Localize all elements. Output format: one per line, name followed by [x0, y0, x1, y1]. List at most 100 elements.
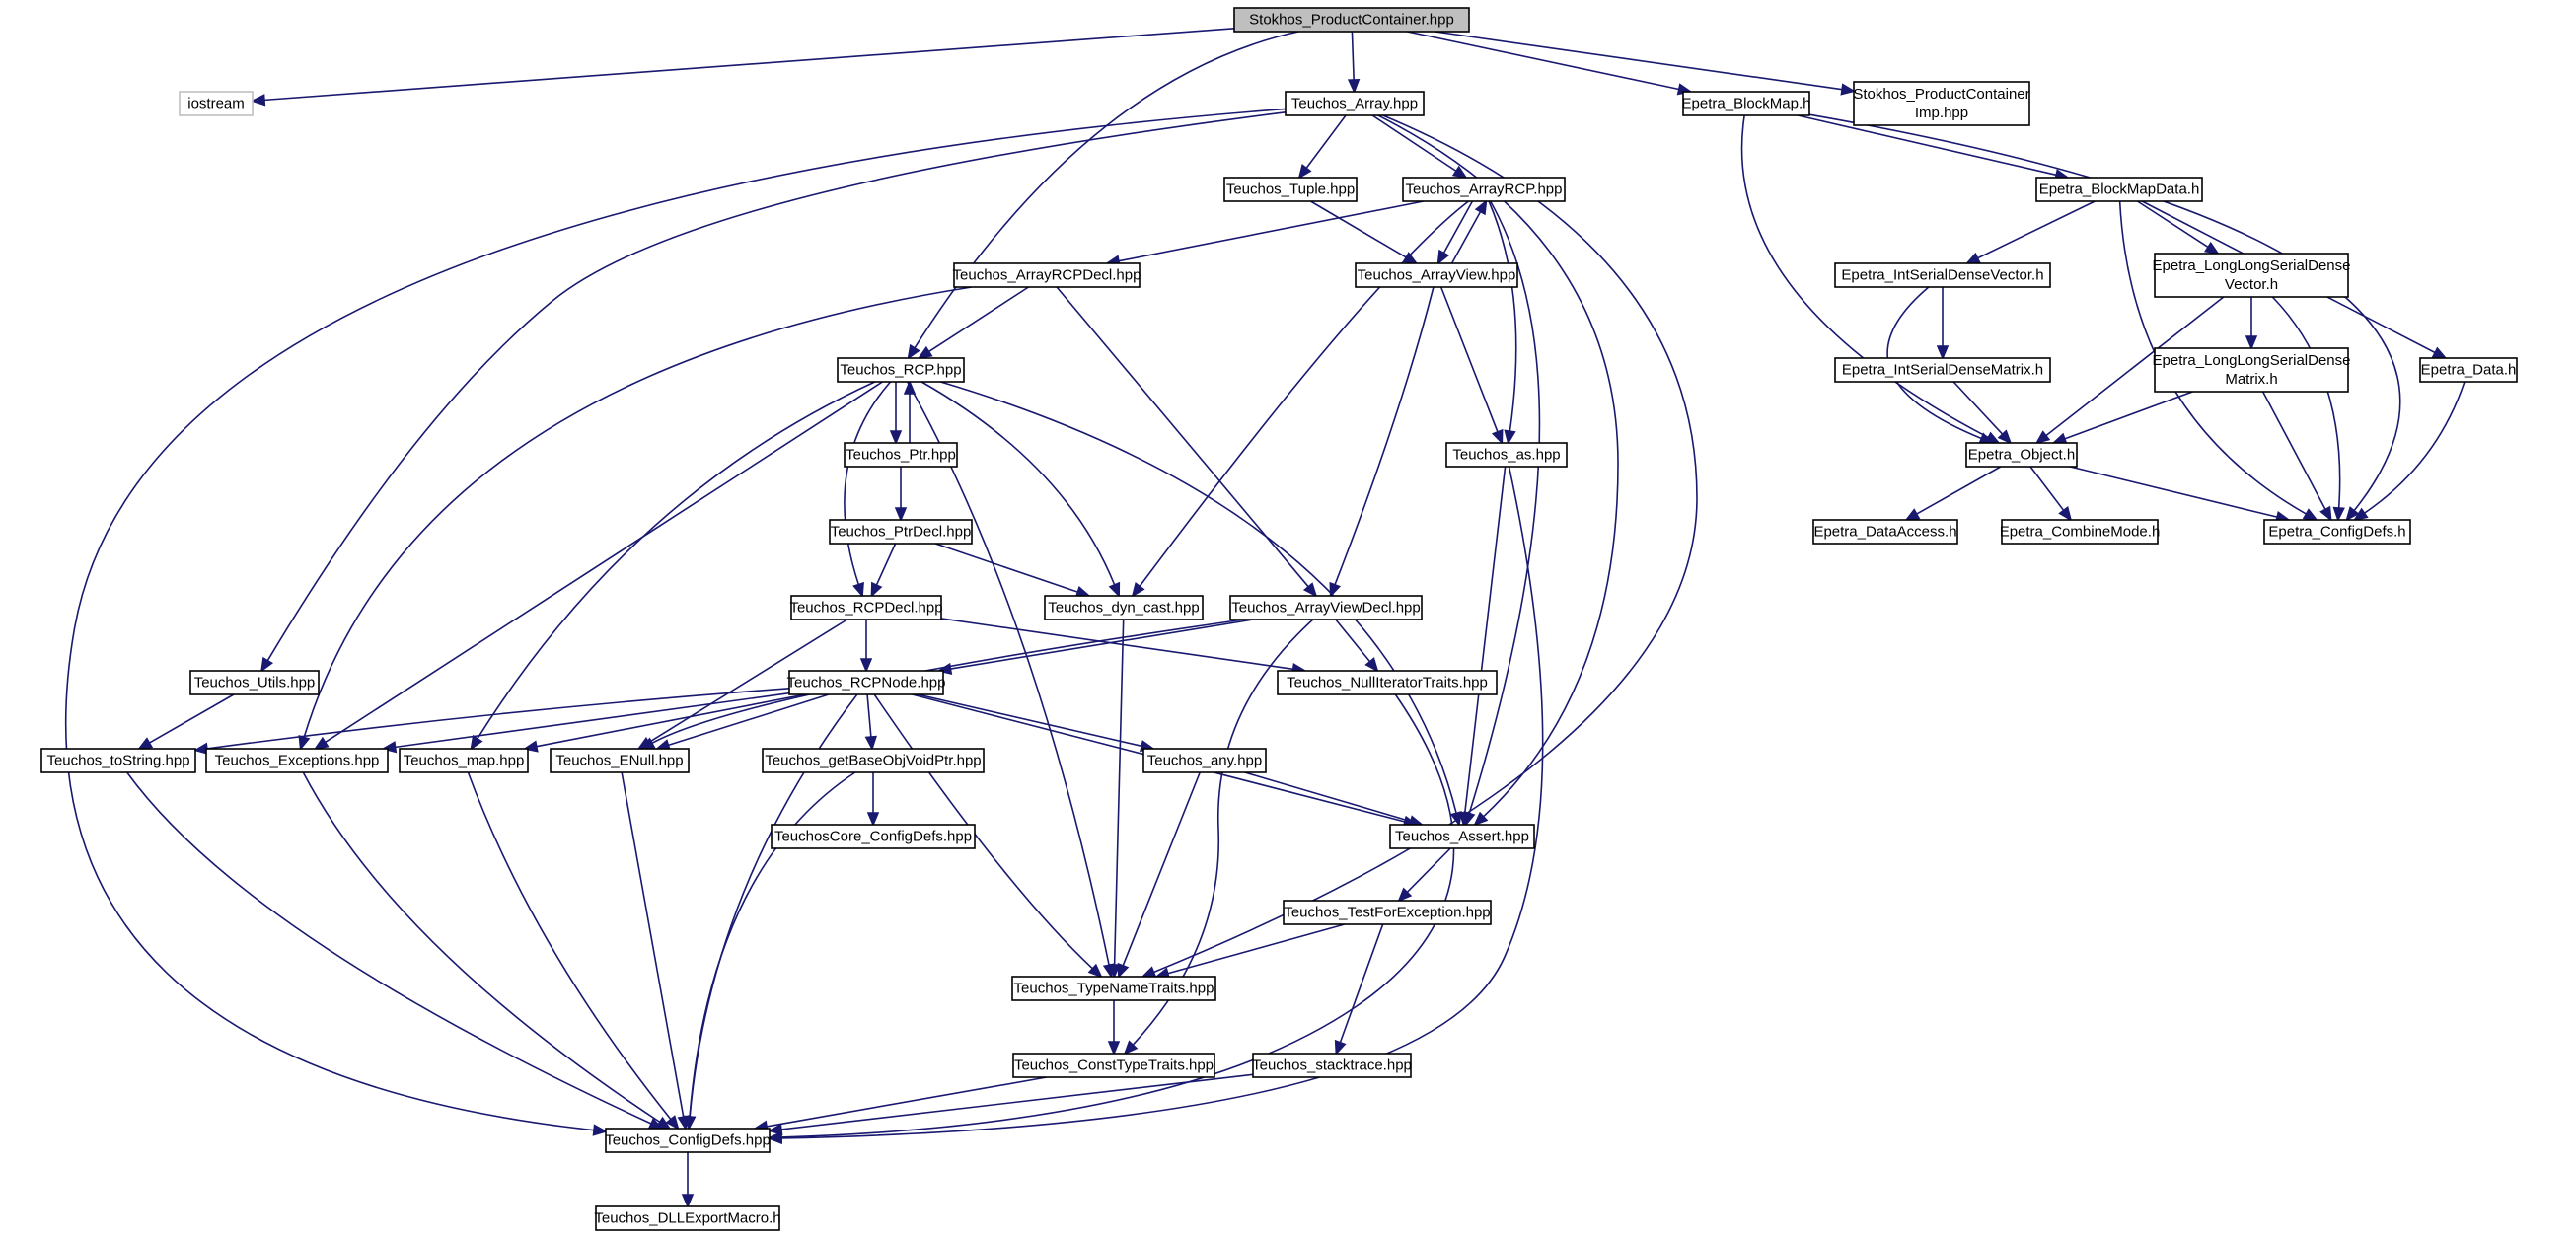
- node-label: TeuchosCore_ConfigDefs.hpp: [774, 829, 972, 845]
- edge-epetra_blockmap-to-epetra_blockmapdata: [1797, 114, 2057, 177]
- arrowhead-teuchos_ptrdecl-to-teuchos_rcpdecl: [870, 581, 883, 598]
- node-label: Teuchos_Tuple.hpp: [1226, 182, 1355, 198]
- arrowhead-teuchos_tuple-to-teuchos_arrayview: [1402, 252, 1419, 265]
- node-label: Teuchos_ArrayRCPDecl.hpp: [953, 267, 1141, 284]
- edge-teuchos_rcpnode-to-teuchos_exceptions: [395, 692, 790, 749]
- node-teuchoscore_configdefs[interactable]: TeuchosCore_ConfigDefs.hpp: [771, 824, 976, 849]
- arrowhead-teuchos_rcp-to-teuchos_assert: [1449, 811, 1462, 828]
- node-epetra_blockmapdata[interactable]: Epetra_BlockMapData.h: [2035, 177, 2203, 202]
- edge-teuchos_array-to-teuchos_utils: [266, 111, 1287, 662]
- edge-teuchos_rcpnode-to-teuchos_typename: [873, 693, 1093, 970]
- node-box: [205, 748, 389, 773]
- edge-teuchos_assert-to-teuchos_testforexc: [1406, 847, 1451, 894]
- edge-epetra_blockmap-to-epetra_configdefs: [1808, 113, 2401, 512]
- node-box: [1277, 670, 1498, 695]
- node-teuchos_arrayrcpdecl[interactable]: Teuchos_ArrayRCPDecl.hpp: [953, 262, 1141, 288]
- edge-stokhos_pc-to-stokhos_pc_imp: [1435, 31, 1843, 91]
- edge-epetra_llsdv-to-epetra_object: [2045, 296, 2225, 437]
- node-teuchos_dllexport[interactable]: Teuchos_DLLExportMacro.h: [594, 1205, 781, 1231]
- node-epetra_data[interactable]: Epetra_Data.h: [2419, 357, 2518, 383]
- arrowhead-teuchos_arrayview-to-teuchos_arrayviewdecl: [1329, 581, 1342, 598]
- node-teuchos_configdefs[interactable]: Teuchos_ConfigDefs.hpp: [605, 1128, 771, 1153]
- node-teuchos_arrayview[interactable]: Teuchos_ArrayView.hpp: [1355, 262, 1518, 288]
- node-label: Teuchos_ArrayViewDecl.hpp: [1231, 600, 1421, 617]
- node-epetra_configdefs[interactable]: Epetra_ConfigDefs.h: [2263, 519, 2411, 545]
- node-label: Teuchos_RCPNode.hpp: [787, 675, 946, 692]
- node-teuchos_tuple[interactable]: Teuchos_Tuple.hpp: [1223, 177, 1358, 202]
- node-epetra_blockmap[interactable]: Epetra_BlockMap.h: [1682, 91, 1811, 116]
- edge-teuchos_as-to-teuchos_configdefs: [780, 466, 1544, 1139]
- arrowhead-teuchos_rcp-to-teuchos_map: [470, 734, 483, 751]
- node-label: iostream: [187, 96, 245, 112]
- node-teuchos_arrayrcp[interactable]: Teuchos_ArrayRCP.hpp: [1402, 177, 1566, 202]
- node-teuchos_utils[interactable]: Teuchos_Utils.hpp: [189, 670, 320, 695]
- arrowhead-epetra_intserialdensematrix-to-epetra_object: [1997, 429, 2013, 445]
- node-box: [40, 748, 196, 773]
- arrowhead-teuchos_arrayrcp-to-teuchos_as: [1504, 429, 1516, 446]
- node-teuchos_ptr[interactable]: Teuchos_Ptr.hpp: [844, 442, 958, 468]
- node-box: [595, 1205, 780, 1231]
- node-label: Epetra_Object.h: [1968, 447, 2075, 464]
- node-teuchos_enull[interactable]: Teuchos_ENull.hpp: [550, 748, 690, 773]
- arrowhead-epetra_llsdm-to-epetra_configdefs: [2319, 505, 2332, 522]
- node-teuchos_tostring[interactable]: Teuchos_toString.hpp: [40, 748, 196, 773]
- node-epetra_combinemode[interactable]: Epetra_CombineMode.h: [2000, 519, 2161, 545]
- node-teuchos_rcpnode[interactable]: Teuchos_RCPNode.hpp: [787, 670, 946, 695]
- node-teuchos_arrayviewdecl[interactable]: Teuchos_ArrayViewDecl.hpp: [1229, 595, 1423, 620]
- arrowhead-teuchos_rcp-to-teuchos_dyncast: [1108, 581, 1121, 598]
- node-box: [1812, 519, 1958, 545]
- node-label: Teuchos_TestForException.hpp: [1284, 905, 1490, 921]
- node-teuchos_rcpdecl[interactable]: Teuchos_RCPDecl.hpp: [789, 595, 943, 620]
- arrowhead-stokhos_pc-to-teuchos_array: [1347, 78, 1361, 95]
- node-box: [953, 262, 1141, 288]
- arrowhead-teuchos_ptr-to-teuchos_ptrdecl: [894, 507, 908, 523]
- node-teuchos_getbase[interactable]: Teuchos_getBaseObjVoidPtr.hpp: [762, 748, 985, 773]
- node-teuchos_exceptions[interactable]: Teuchos_Exceptions.hpp: [205, 748, 389, 773]
- edge-teuchos_any-to-teuchos_typename: [1122, 771, 1201, 967]
- arrowhead-stokhos_pc-to-stokhos_pc_imp: [1840, 83, 1857, 96]
- node-teuchos_assert[interactable]: Teuchos_Assert.hpp: [1389, 824, 1535, 849]
- node-teuchos_nulliter[interactable]: Teuchos_NullIteratorTraits.hpp: [1277, 670, 1498, 695]
- node-label: Teuchos_Array.hpp: [1291, 96, 1418, 112]
- node-teuchos_testforexc[interactable]: Teuchos_TestForException.hpp: [1283, 900, 1492, 925]
- node-label: Teuchos_as.hpp: [1452, 447, 1560, 464]
- node-label: Teuchos_ConfigDefs.hpp: [605, 1132, 771, 1149]
- node-epetra_object[interactable]: Epetra_Object.h: [1965, 442, 2078, 468]
- node-stokhos_pc[interactable]: Stokhos_ProductContainer.hpp: [1233, 7, 1470, 33]
- edge-teuchos_rcp-to-teuchos_rcpdecl: [844, 381, 892, 585]
- edge-teuchos_arrayrcp-to-teuchos_as: [1488, 200, 1517, 432]
- edge-teuchos_rcpnode-to-teuchos_tostring: [206, 687, 790, 750]
- edge-teuchos_stacktrace-to-teuchos_configdefs: [780, 1073, 1254, 1130]
- node-box: [1229, 595, 1423, 620]
- edge-epetra_object-to-epetra_combinemode: [2029, 466, 2065, 511]
- edge-epetra_object-to-epetra_configdefs: [2070, 466, 2278, 518]
- node-teuchos_ptrdecl[interactable]: Teuchos_PtrDecl.hpp: [829, 519, 973, 545]
- arrowhead-teuchos_configdefs-to-teuchos_dllexport: [681, 1194, 695, 1209]
- node-teuchos_stacktrace[interactable]: Teuchos_stacktrace.hpp: [1252, 1053, 1412, 1078]
- node-iostream[interactable]: iostream: [179, 91, 254, 116]
- node-teuchos_dyncast[interactable]: Teuchos_dyn_cast.hpp: [1044, 595, 1204, 620]
- node-box: [1389, 824, 1535, 849]
- arrowhead-teuchos_as-to-teuchos_configdefs: [767, 1131, 782, 1145]
- node-teuchos_as[interactable]: Teuchos_as.hpp: [1445, 442, 1568, 468]
- edge-epetra_data-to-epetra_configdefs: [2364, 381, 2466, 514]
- node-teuchos_map[interactable]: Teuchos_map.hpp: [399, 748, 529, 773]
- node-label: Matrix.h: [2225, 371, 2277, 388]
- node-teuchos_rcp[interactable]: Teuchos_RCP.hpp: [837, 357, 965, 383]
- arrowhead-teuchos_arrayrcp-to-teuchos_arrayview: [1436, 249, 1450, 265]
- arrowhead-teuchos_array-to-teuchos_typename: [1141, 966, 1157, 978]
- node-teuchos_typename[interactable]: Teuchos_TypeNameTraits.hpp: [1011, 976, 1216, 1001]
- node-teuchos_consttype[interactable]: Teuchos_ConstTypeTraits.hpp: [1012, 1053, 1215, 1078]
- node-box: [1012, 1053, 1215, 1078]
- node-epetra_intserialdensevector[interactable]: Epetra_IntSerialDenseVector.h: [1834, 262, 2051, 288]
- node-epetra_dataaccess[interactable]: Epetra_DataAccess.h: [1812, 519, 1958, 545]
- edge-teuchos_tuple-to-teuchos_arrayview: [1310, 200, 1407, 258]
- node-epetra_intserialdensematrix[interactable]: Epetra_IntSerialDenseMatrix.h: [1834, 357, 2051, 383]
- node-label: Teuchos_any.hpp: [1147, 753, 1262, 769]
- node-teuchos_array[interactable]: Teuchos_Array.hpp: [1285, 91, 1425, 116]
- node-teuchos_any[interactable]: Teuchos_any.hpp: [1142, 748, 1267, 773]
- edge-teuchos_testforexc-to-teuchos_stacktrace: [1339, 923, 1384, 1043]
